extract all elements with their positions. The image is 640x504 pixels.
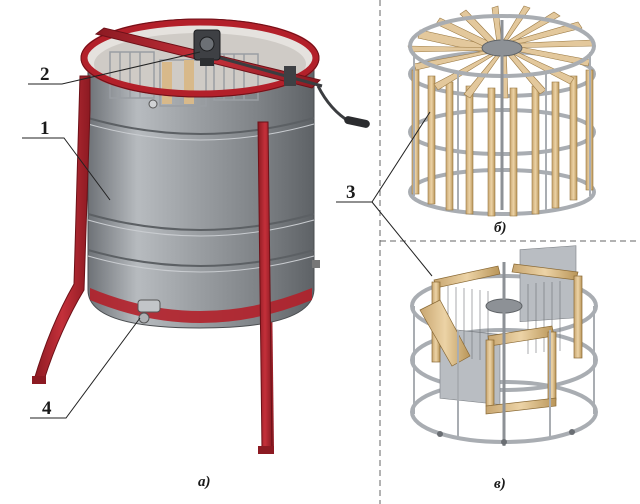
caption-b: б) [494,220,506,236]
drum-body [87,61,315,329]
drive-gearbox [193,29,221,66]
leader-3b [371,201,433,277]
callout-1-label: 1 [40,118,50,139]
callout-4-label: 4 [42,398,52,419]
callout-3-label: 3 [346,182,356,203]
callout-2-label: 2 [40,64,50,85]
caption-c: в) [494,476,506,492]
caption-a: а) [198,474,211,490]
frame-cassette [410,245,598,446]
radial-cassette [407,5,596,217]
honey-tap [137,299,161,324]
leader-lines [22,51,433,419]
honey-extractor [32,18,370,454]
leader-1 [22,137,111,201]
leader-2 [28,51,201,85]
leader-4 [30,317,141,419]
